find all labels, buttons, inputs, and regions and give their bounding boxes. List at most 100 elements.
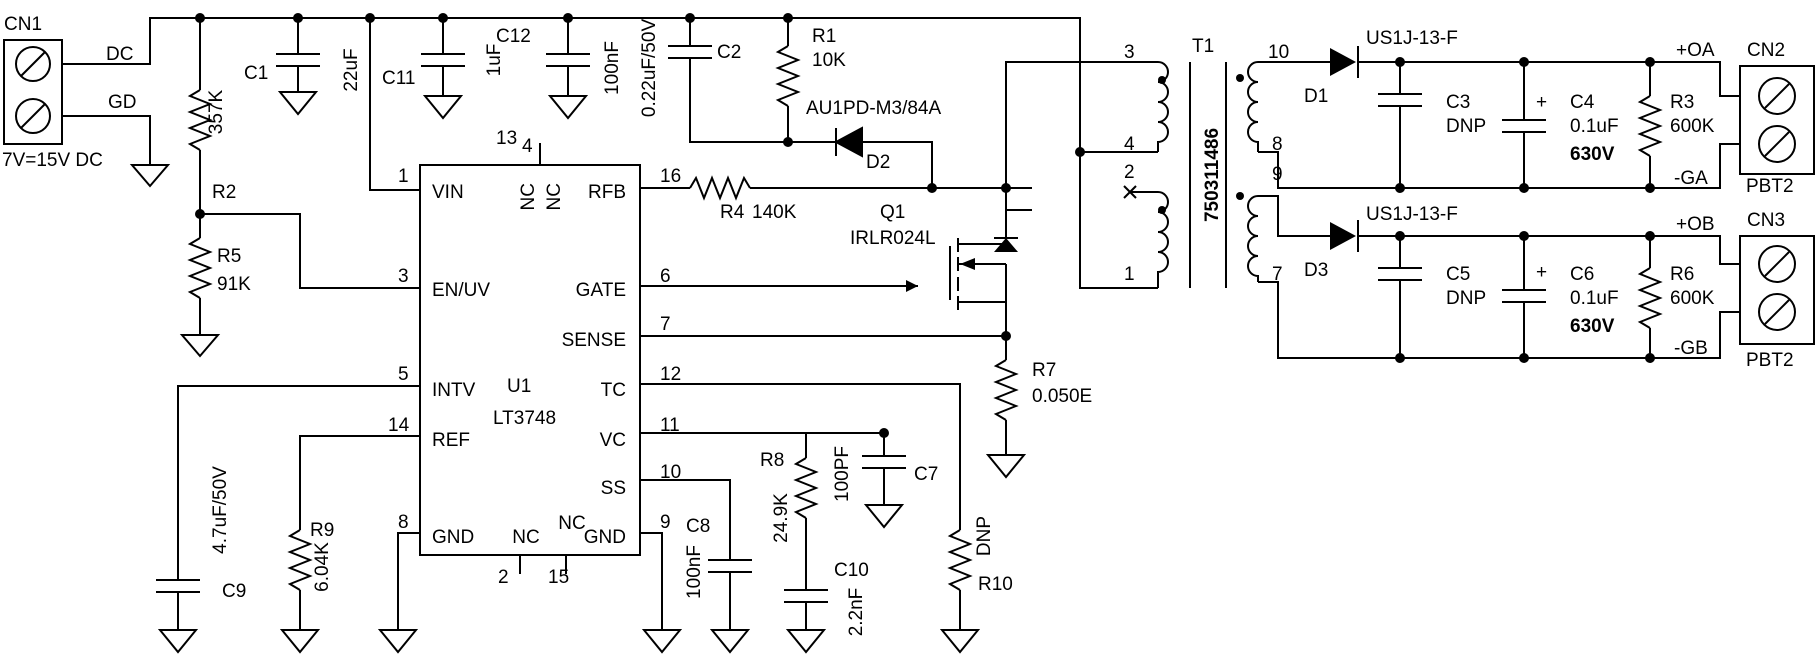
- c1-value: 22uF: [341, 48, 362, 91]
- pin-num-1: 1: [398, 166, 409, 187]
- gnd-left-wire: [377, 532, 420, 654]
- pin-name-nc-13: NC: [518, 183, 539, 210]
- pin-num-8: 8: [398, 512, 409, 533]
- pin-num-15: 15: [548, 567, 569, 588]
- d1-part: US1J-13-F: [1366, 28, 1458, 49]
- pin-num-12: 12: [660, 364, 681, 385]
- ic-pin-stubs: [519, 143, 567, 574]
- c11-value: 1uF: [484, 44, 505, 77]
- pin-name-gate: GATE: [576, 280, 626, 301]
- c2-value: 0.22uF/50V: [639, 19, 660, 118]
- c4-value: 0.1uF: [1570, 116, 1619, 137]
- c8-value: 100nF: [684, 545, 705, 599]
- cn3-neg-label: -GB: [1674, 338, 1708, 359]
- c7-value: 100PF: [832, 446, 853, 502]
- cn2-ref: CN2: [1747, 40, 1785, 61]
- ic-u1: U1 LT3748 VIN EN/UV INTV REF GND RFB GAT…: [388, 128, 681, 588]
- pin-num-2: 2: [498, 567, 509, 588]
- t1-ref: T1: [1192, 36, 1214, 57]
- pin-name-rfb: RFB: [588, 182, 626, 203]
- t1-pin-8: 8: [1272, 134, 1283, 155]
- output-a: D1 US1J-13-F C3 DNP + C4 0.1uF 630V R3 6…: [1258, 28, 1740, 189]
- pin-name-vin: VIN: [432, 182, 464, 203]
- r4-ref: R4: [720, 202, 745, 223]
- c9-ref: C9: [222, 581, 246, 602]
- c5-ref: C5: [1446, 264, 1470, 285]
- pin-num-4: 4: [522, 136, 533, 157]
- resistor-r5: R5 91K: [179, 214, 251, 358]
- r10-ref: R10: [978, 574, 1013, 595]
- u1-part: LT3748: [493, 408, 556, 429]
- t1-pin-2: 2: [1124, 162, 1135, 183]
- cn3-ref: CN3: [1747, 210, 1785, 231]
- pin-num-14: 14: [388, 415, 410, 436]
- resistor-r4: R4 140K: [640, 175, 1032, 223]
- resistor-r2: 357K R2: [187, 18, 236, 214]
- pin-num-16: 16: [660, 166, 681, 187]
- capacitor-c1: C1 22uF: [244, 18, 362, 116]
- pin-name-vc: VC: [600, 430, 626, 451]
- r1-ref: R1: [812, 26, 836, 47]
- c12-ref: C12: [496, 26, 531, 47]
- r4-value: 140K: [752, 202, 797, 223]
- c12-value: 100nF: [602, 41, 623, 95]
- output-b: D3 US1J-13-F C5 DNP + C6 0.1uF 630V R6 6…: [1258, 195, 1740, 359]
- cn2-pos-label: +OA: [1676, 40, 1715, 61]
- c6-polarity: +: [1536, 262, 1547, 283]
- r7-value: 0.050E: [1032, 386, 1092, 407]
- pin-num-6: 6: [660, 266, 671, 287]
- c2-ref: C2: [717, 42, 741, 63]
- resistor-r7: R7 0.050E: [640, 302, 1092, 479]
- r3-value: 600K: [1670, 116, 1715, 137]
- pin-name-tc: TC: [601, 380, 626, 401]
- r10-value: DNP: [974, 516, 995, 556]
- connector-cn3: CN3 PBT2: [1739, 210, 1815, 371]
- resistor-r10: DNP R10: [640, 383, 1013, 654]
- r5-ref: R5: [217, 246, 241, 267]
- capacitor-c12: C12 100nF: [496, 18, 623, 120]
- c10-ref: C10: [834, 560, 869, 581]
- pin-num-7: 7: [660, 314, 671, 335]
- t1-pin-7: 7: [1272, 264, 1283, 285]
- cn1-ref: CN1: [4, 14, 42, 35]
- cn1-input-spec: 7V=15V DC: [2, 150, 103, 171]
- d2-part: AU1PD-M3/84A: [806, 98, 941, 119]
- gnd-right-wire: [640, 532, 683, 654]
- c9-value: 4.7uF/50V: [210, 466, 231, 554]
- pin-name-sense: SENSE: [562, 330, 626, 351]
- t1-pin-1: 1: [1124, 264, 1135, 285]
- en-uv-wire: [200, 213, 420, 289]
- cn1-gd-label: GD: [108, 92, 137, 113]
- pin-name-ss: SS: [601, 478, 626, 499]
- d3-part: US1J-13-F: [1366, 204, 1458, 225]
- cn2-neg-label: -GA: [1674, 168, 1708, 189]
- r9-ref: R9: [310, 520, 334, 541]
- r2-ref: R2: [212, 182, 236, 203]
- pin-num-9: 9: [660, 512, 671, 533]
- vin-wire: [369, 18, 420, 191]
- connector-cn1: CN1 DC GD 7V=15V DC: [2, 14, 137, 171]
- pin-name-intv: INTV: [432, 380, 476, 401]
- q1-part: IRLR024L: [850, 228, 936, 249]
- pin-num-5: 5: [398, 364, 409, 385]
- r7-ref: R7: [1032, 360, 1056, 381]
- r8-ref: R8: [760, 450, 784, 471]
- r3-ref: R3: [1670, 92, 1694, 113]
- cn3-pos-label: +OB: [1676, 214, 1715, 235]
- t1-pin-4: 4: [1124, 134, 1135, 155]
- pin-name-nc-4: NC: [544, 183, 565, 210]
- c4-ref: C4: [1570, 92, 1595, 113]
- t1-pin-3: 3: [1124, 42, 1135, 63]
- diode-d2: AU1PD-M3/84A D2: [790, 98, 941, 188]
- pin-num-13: 13: [496, 128, 517, 149]
- capacitor-c8: C8 100nF: [640, 479, 752, 654]
- c11-ref: C11: [382, 68, 415, 89]
- pin-name-gnd-right: GND: [584, 527, 626, 548]
- ground-symbol-cn1: [129, 164, 171, 188]
- d3-ref: D3: [1304, 260, 1328, 281]
- pin-name-gnd-left: GND: [432, 527, 474, 548]
- d1-ref: D1: [1304, 86, 1328, 107]
- t1-pin-10: 10: [1268, 42, 1289, 63]
- pin-num-3: 3: [398, 266, 409, 287]
- capacitor-c11: C11 1uF: [382, 18, 505, 120]
